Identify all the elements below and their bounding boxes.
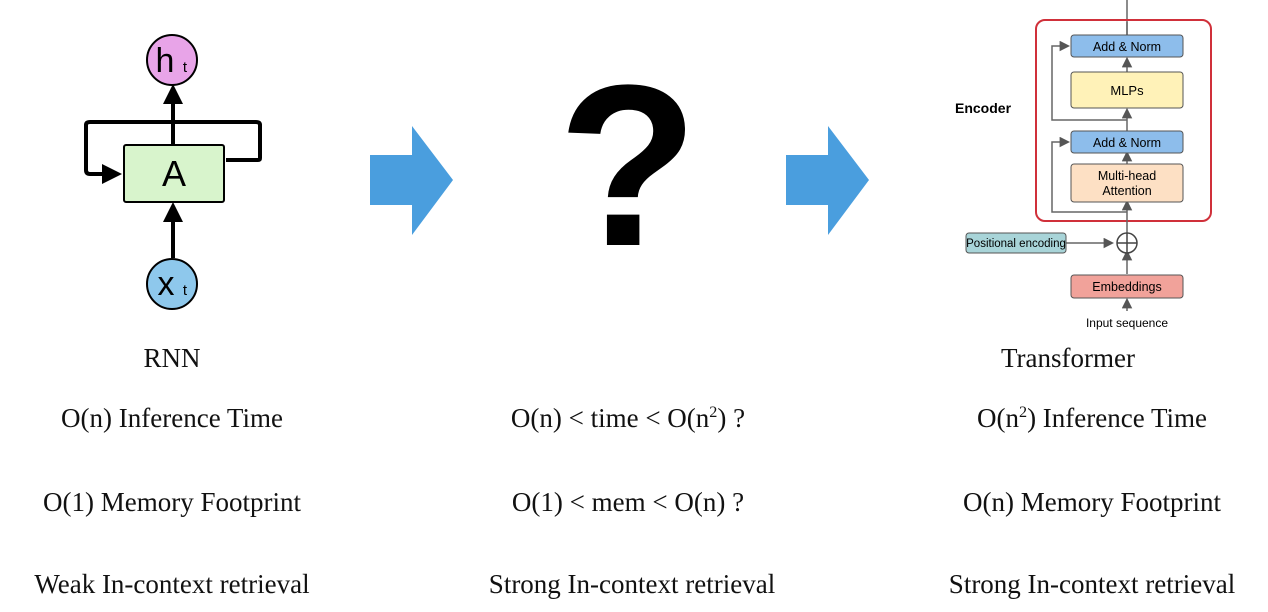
middle-time-a: O(n) < time < O(n — [510, 403, 710, 433]
residual-mlp — [1051, 40, 1127, 121]
rnn-hidden-sub: t — [183, 59, 188, 76]
transformer-time: O(n2) Inference Time — [977, 402, 1207, 434]
input-sequence-label: Input sequence — [1086, 316, 1168, 330]
rnn-title: RNN — [143, 343, 201, 373]
rnn-hidden-label: h — [156, 42, 175, 80]
attention-label-1: Multi-head — [1098, 169, 1156, 183]
embeddings-box — [1070, 274, 1184, 299]
add-norm-top-box — [1070, 34, 1184, 58]
residual-attention — [1051, 136, 1127, 213]
add-norm-top-label: Add & Norm — [1093, 40, 1161, 54]
rnn-cell-label: A — [162, 153, 186, 194]
middle-time: O(n) < time < O(n2) ? — [511, 402, 745, 434]
transformer-title: Transformer — [1001, 343, 1135, 373]
add-norm-bottom-box — [1070, 130, 1184, 154]
rnn-diagram: h t A x t — [84, 34, 262, 310]
encoder-border — [1035, 19, 1212, 222]
attention-label-2: Attention — [1102, 184, 1151, 198]
mlps-box — [1070, 71, 1184, 109]
flow-arrow-1 — [370, 126, 453, 235]
middle-time-b: ) ? — [717, 403, 746, 433]
rnn-hidden-node — [146, 34, 198, 86]
positional-encoding-label: Positional encoding — [966, 238, 1066, 250]
middle-memory: O(1) < mem < O(n) ? — [511, 487, 745, 517]
middle-time-sup: 2 — [709, 403, 718, 421]
middle-retrieval: Strong In-context retrieval — [488, 569, 776, 599]
transformer-diagram: Encoder Add & Norm MLPs Add & Norm Multi… — [955, 0, 1212, 330]
embeddings-label: Embeddings — [1092, 280, 1162, 294]
flow-arrow-2 — [786, 126, 869, 235]
rnn-cell-box — [123, 144, 225, 203]
rnn-input-sub: t — [183, 282, 188, 299]
rnn-memory: O(1) Memory Footprint — [43, 487, 301, 517]
transformer-time-sup: 2 — [1018, 403, 1028, 421]
rnn-retrieval: Weak In-context retrieval — [34, 569, 310, 599]
transformer-retrieval: Strong In-context retrieval — [948, 569, 1236, 599]
transformer-time-a: O(n — [976, 403, 1019, 433]
positional-encoding-box — [965, 232, 1067, 254]
attention-box — [1070, 163, 1184, 203]
rnn-time: O(n) Inference Time — [61, 403, 283, 433]
add-norm-bottom-label: Add & Norm — [1093, 136, 1161, 150]
encoder-label: Encoder — [955, 100, 1012, 116]
rnn-input-label: x — [158, 265, 175, 303]
transformer-memory: O(n) Memory Footprint — [963, 487, 1221, 517]
mlps-label: MLPs — [1110, 83, 1144, 98]
transformer-time-b: ) Inference Time — [1027, 403, 1208, 433]
rnn-input-node — [146, 258, 198, 310]
question-mark: ? — [558, 37, 699, 294]
